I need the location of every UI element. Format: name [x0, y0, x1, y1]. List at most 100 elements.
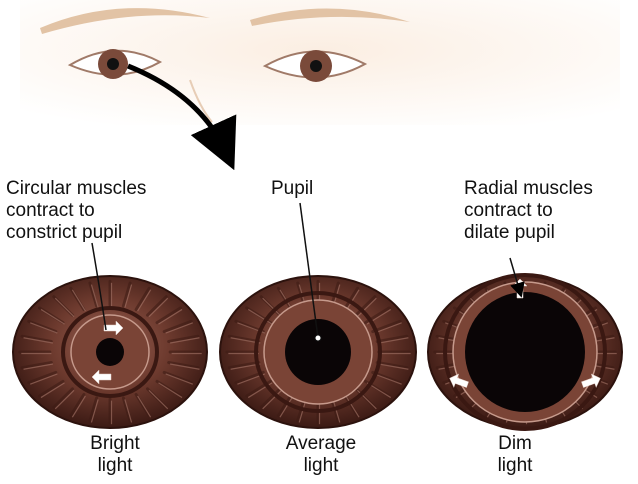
radial-ridge: [167, 360, 200, 370]
radial-ridge-highlight: [345, 289, 360, 312]
caption-average-line-2: light: [303, 455, 339, 476]
radial-leader-line: [509, 257, 525, 298]
caption-bright-line-2: light: [97, 455, 133, 476]
radial-ridge-highlight: [170, 337, 200, 344]
radial-ridge: [354, 295, 377, 317]
radial-ridge: [69, 392, 86, 418]
radial-ridge-highlight: [30, 373, 58, 385]
radial-ridge: [20, 360, 53, 370]
radial-ridge-highlight: [158, 308, 183, 325]
radial-label-line-2: contract to: [464, 200, 553, 221]
radial-ridge-highlight: [345, 395, 360, 418]
caption-dim: Dim light: [460, 433, 570, 477]
right-eye-pupil: [310, 60, 322, 72]
pupil-leader-dot: [314, 334, 322, 342]
radial-ridge-highlight: [71, 289, 86, 312]
radial-ridge: [375, 360, 409, 370]
bright-light-iris: [12, 275, 208, 429]
radial-ridge-highlight: [148, 389, 169, 410]
caption-bright-line-1: Bright: [90, 433, 140, 454]
radial-ridge: [227, 334, 261, 344]
muscle-direction-arrow: [581, 373, 601, 388]
radial-ridge-highlight: [90, 284, 99, 308]
zoom-arrow: [127, 63, 237, 171]
sphincter-ring-outer: [254, 291, 382, 413]
pupil-leader-line: [299, 202, 319, 339]
face-eyes: [20, 0, 620, 125]
radial-ridge: [155, 306, 183, 325]
pupil-label-text: Pupil: [271, 178, 314, 199]
radial-ridge-highlight: [30, 322, 58, 334]
radial-ridge: [121, 396, 132, 423]
radial-ridge-highlight: [378, 363, 409, 370]
radial-ridge: [27, 319, 58, 334]
radial-ridge: [37, 379, 65, 398]
radial-ridge: [342, 286, 360, 312]
pupil: [285, 319, 351, 385]
left-eyebrow: [40, 8, 210, 34]
average-light-iris: [219, 275, 417, 429]
radial-ridge: [20, 334, 53, 344]
muscle-direction-arrow: [449, 373, 469, 388]
radial-ridge: [145, 295, 168, 317]
radial-ridge-highlight: [356, 297, 377, 318]
radial-label-line-3: dilate pupil: [464, 222, 555, 243]
radial-ridge-highlight: [378, 337, 409, 344]
radial-ridge-highlight: [165, 373, 193, 385]
radial-muscles-label: Radial muscles contract to dilate pupil: [464, 178, 593, 244]
radial-ridge-highlight: [279, 395, 294, 418]
radial-ridge: [88, 281, 99, 308]
caption-dim-line-1: Dim: [498, 433, 532, 454]
radial-ridge: [167, 334, 200, 344]
radial-ridge-highlight: [40, 382, 65, 399]
radial-ridge-highlight: [23, 337, 53, 344]
radial-ridge-highlight: [23, 363, 53, 370]
radial-ridge: [134, 286, 151, 312]
radial-ridge-highlight: [137, 289, 152, 312]
pupil: [465, 292, 585, 412]
muscle-direction-arrow: [103, 320, 124, 336]
sphincter-ring-outer: [443, 273, 607, 431]
radial-ridge: [162, 370, 193, 385]
radial-ridge-highlight: [90, 399, 99, 423]
radial-ridge: [227, 360, 261, 370]
radial-ridge-highlight: [170, 363, 200, 370]
pupil-label: Pupil: [271, 178, 313, 200]
radial-ridge-highlight: [148, 297, 169, 318]
circular-label-line-3: constrict pupil: [6, 222, 123, 243]
caption-average: Average light: [266, 433, 376, 477]
circular-label-line-1: Circular muscles: [6, 178, 147, 199]
circular-leader-line: [91, 242, 107, 331]
radial-ridge-highlight: [332, 399, 341, 423]
pupil: [96, 338, 124, 366]
sphincter-ring-outer: [61, 306, 159, 398]
caption-bright: Bright light: [60, 433, 170, 477]
radial-ridge: [276, 392, 294, 418]
caption-dim-line-2: light: [497, 455, 533, 476]
radial-ridge-highlight: [71, 395, 86, 418]
caption-average-line-1: Average: [285, 433, 357, 454]
circular-muscles-label: Circular muscles contract to constrict p…: [6, 178, 146, 244]
radial-ridge-highlight: [40, 308, 65, 325]
radial-ridge: [259, 387, 282, 409]
radial-ridge-highlight: [158, 382, 183, 399]
radial-ridge-highlight: [137, 395, 152, 418]
radial-ridge-highlight: [124, 284, 133, 308]
radial-label-line-1: Radial muscles: [464, 178, 593, 199]
radial-ridge-highlight: [124, 399, 133, 423]
circular-label-line-2: contract to: [6, 200, 95, 221]
radial-ridge: [162, 319, 193, 334]
radial-ridge-highlight: [374, 322, 402, 334]
dim-light-iris: [427, 273, 623, 431]
muscle-direction-arrow: [91, 369, 112, 385]
radial-ridge: [88, 396, 99, 423]
radial-ridge: [52, 387, 75, 409]
left-eye-pupil: [107, 58, 119, 70]
right-eyebrow: [250, 8, 410, 27]
radial-ridge-highlight: [374, 373, 402, 385]
radial-ridge-highlight: [262, 297, 283, 318]
radial-ridge: [27, 370, 58, 385]
radial-ridge-highlight: [54, 297, 75, 318]
